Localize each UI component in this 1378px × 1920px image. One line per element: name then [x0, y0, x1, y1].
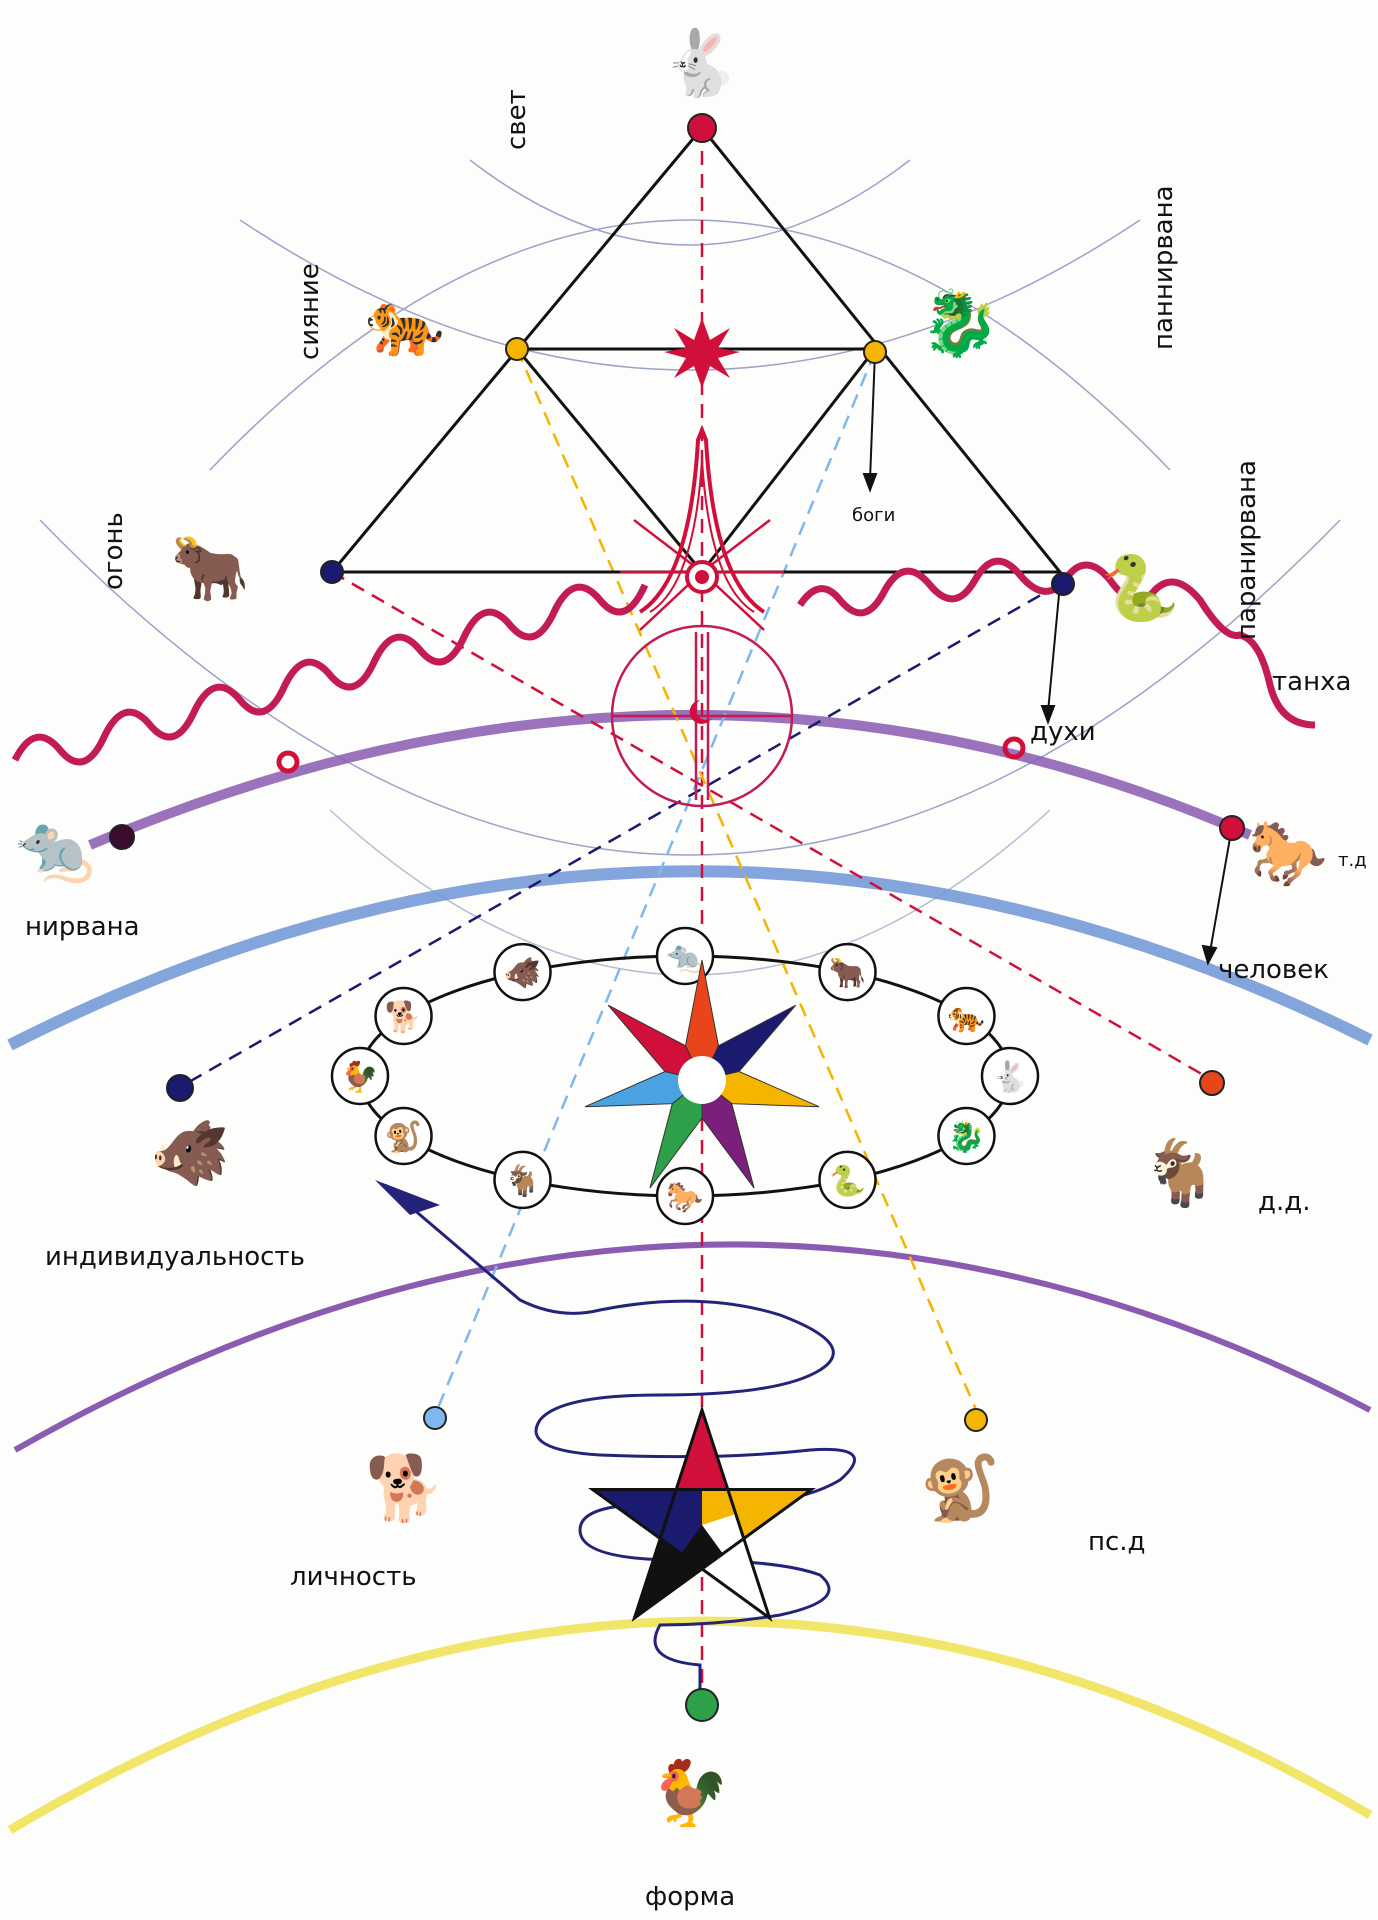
label-individualnost: индивидуальность	[45, 1242, 305, 1272]
node-right-navy	[1051, 572, 1075, 596]
rat-icon: 🐀	[15, 812, 95, 886]
node-boar-navy	[166, 1074, 194, 1102]
zodiac-medallion	[937, 1106, 996, 1166]
purple-band-lower	[13, 1241, 1372, 1453]
zodiac-animal-icon: 🐕	[385, 999, 422, 1035]
nodes	[109, 113, 1245, 1722]
snake-icon: 🐍	[1100, 552, 1180, 626]
node-dog-lightblue	[423, 1406, 447, 1430]
zodiac-animal-icon: 🐍	[829, 1163, 866, 1199]
zodiac-animal-icon: 🐎	[666, 1180, 703, 1215]
heptagram-star	[584, 959, 820, 1189]
zodiac-animal-icon: 🐐	[504, 1163, 541, 1199]
eight-pointed-star	[664, 318, 740, 388]
zodiac-animal-icon: 🐀	[666, 940, 704, 975]
node-monkey-yellow	[964, 1408, 988, 1432]
blue-band	[7, 865, 1373, 1051]
node-left-yellow	[505, 337, 529, 361]
pentagram-outline	[588, 1405, 816, 1622]
boar-icon: 🐗	[150, 1117, 230, 1191]
zodiac-animal-icon: 🐅	[948, 1000, 985, 1035]
spiral	[384, 1183, 856, 1700]
animals: 🐇 🐅 🐉 🐂 🐍 🐀 🐎 🐗 🐐 🐕 🐒 🐓	[15, 27, 1328, 1831]
rabbit-icon: 🐇	[660, 27, 740, 101]
label-d-d: д.д.	[1258, 1187, 1310, 1217]
pentagram-point	[592, 1489, 702, 1554]
pentagram-point	[634, 1514, 723, 1619]
label-paranirvana: паранирвана	[1232, 460, 1262, 640]
label-bogi: боги	[852, 505, 895, 526]
zodiac-medallion	[818, 942, 877, 1002]
label-lichnost: личность	[290, 1562, 417, 1592]
label-nirvana: нирвана	[25, 912, 140, 942]
label-svet: свет	[502, 89, 532, 150]
node-green	[685, 1688, 719, 1722]
node-rat-dark	[109, 824, 135, 850]
zodiac-medallion	[374, 1106, 433, 1166]
label-t-d: т.д	[1338, 850, 1367, 871]
tankha-node-left	[276, 750, 300, 774]
zodiac-medallion	[655, 926, 715, 986]
goat-icon: 🐐	[1140, 1137, 1220, 1211]
zodiac-medallion	[493, 1150, 552, 1210]
label-ps-d: пс.д	[1088, 1527, 1146, 1557]
dragon-icon: 🐉	[920, 287, 1000, 361]
label-siyanie: сияние	[295, 263, 325, 360]
label-dukhi: духи	[1030, 717, 1096, 747]
zodiac-medallion	[937, 986, 996, 1046]
monkey-icon: 🐒	[920, 1452, 1000, 1526]
zodiac-medallion	[980, 1046, 1040, 1106]
zodiac-animal-icon: 🐗	[504, 955, 541, 991]
arrows	[862, 351, 1231, 966]
node-top-red	[687, 113, 717, 143]
zodiac-medallion	[493, 942, 552, 1002]
zodiac-medallion	[655, 1166, 715, 1226]
zodiac-medallion	[374, 986, 433, 1046]
node-horse-red	[1219, 815, 1245, 841]
label-pannirvana: паннирвана	[1149, 185, 1179, 350]
tiger-icon: 🐅	[365, 287, 445, 361]
node-goat-orange	[1199, 1070, 1225, 1096]
rooster-icon: 🐓	[650, 1757, 730, 1831]
horse-icon: 🐎	[1248, 817, 1328, 891]
tankha-node-right	[1002, 736, 1026, 760]
zodiac-animal-icon: 🐂	[829, 956, 866, 991]
heptagram-center	[678, 1056, 726, 1104]
zodiac-animal-icon: 🐓	[341, 1059, 378, 1095]
zodiac-medallions: 🐀 🐂 🐅🐇🐉 🐍 🐎 🐐 🐒🐓🐕 🐗	[330, 926, 1040, 1226]
zodiac-animal-icon: 🐒	[385, 1119, 422, 1155]
dog-icon: 🐕	[365, 1452, 445, 1526]
label-ogon: огонь	[99, 512, 129, 590]
pentagram	[588, 1405, 816, 1622]
zodiac-medallion	[330, 1046, 390, 1106]
central-peak	[638, 424, 766, 614]
label-chelovek: человек	[1218, 955, 1329, 985]
yellow-band	[7, 1616, 1373, 1834]
zodiac-animal-icon: 🐇	[991, 1059, 1028, 1095]
zodiac-medallion	[818, 1150, 877, 1210]
node-left-navy	[320, 560, 344, 584]
node-right-yellow	[863, 340, 887, 364]
ox-icon: 🐂	[170, 532, 250, 606]
zodiac-animal-icon: 🐉	[948, 1119, 985, 1155]
label-forma: форма	[645, 1882, 735, 1912]
projection-lines	[181, 128, 1213, 1700]
crescent-icon	[689, 700, 712, 724]
label-tankha: танха	[1272, 667, 1351, 697]
spiral-arrow	[375, 1180, 440, 1215]
